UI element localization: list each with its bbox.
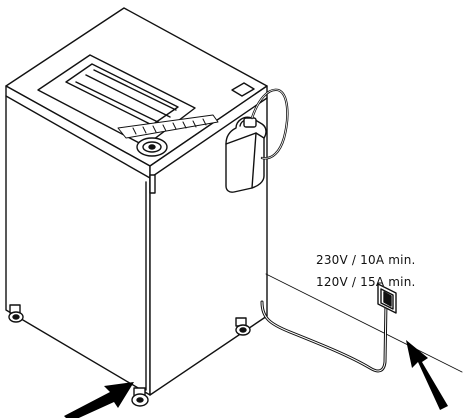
shredder-cabinet: [5, 7, 268, 396]
arrow-outlet: [406, 340, 448, 410]
oil-bottle: [225, 116, 267, 193]
arrow-caster: [64, 382, 134, 418]
control-knob: [136, 137, 168, 157]
power-cord: [260, 300, 388, 373]
door-handle: [149, 174, 156, 194]
power-spec-120v: 120V / 15A min.: [316, 275, 416, 289]
top-label: [231, 82, 255, 97]
caster-back-right: [235, 317, 251, 336]
power-spec-230v: 230V / 10A min.: [316, 253, 416, 267]
caster-front-left: [8, 304, 24, 323]
wall-socket: [377, 283, 397, 314]
vent-strip: [117, 114, 219, 139]
caster-front-right: [131, 387, 149, 407]
wall-floor-line: [265, 273, 463, 373]
